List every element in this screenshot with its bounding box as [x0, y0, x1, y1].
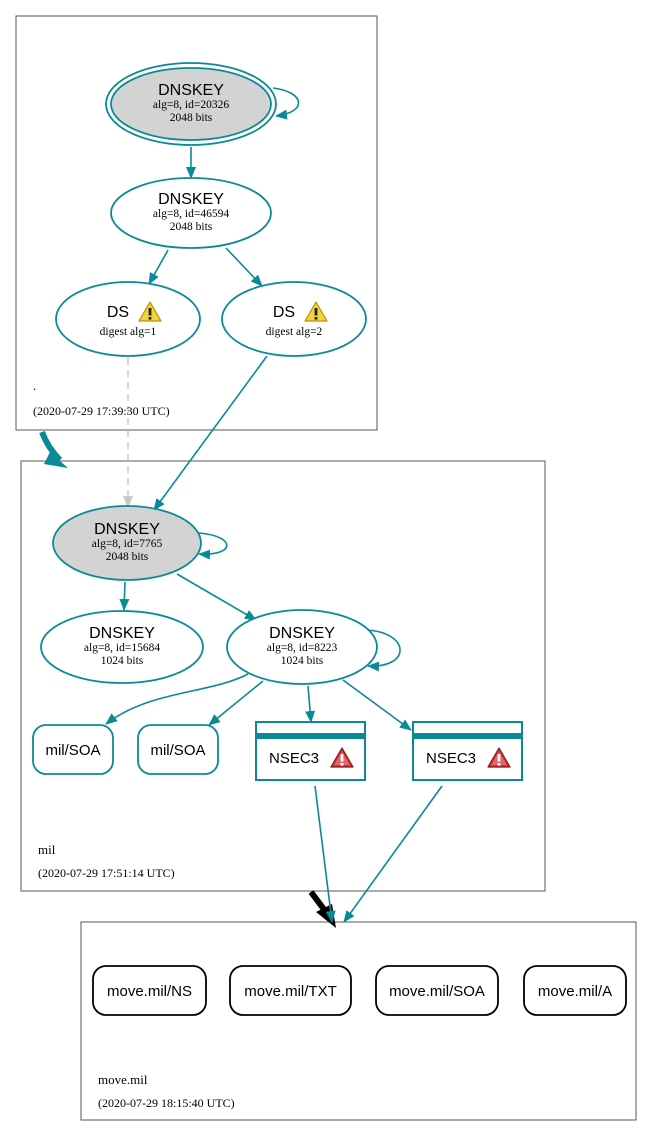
- zone-move-mil-box: [80, 921, 637, 1121]
- ds-node-digest-1[interactable]: DS digest alg=1: [55, 281, 201, 357]
- zone-name: move.mil: [98, 1072, 148, 1087]
- rrset-node-move-mil-a[interactable]: move.mil/A: [523, 965, 627, 1016]
- node-title: DS: [107, 304, 129, 321]
- self-sign-edge-mil-zsk: [365, 629, 401, 672]
- nsec3-node-2[interactable]: NSEC3: [412, 721, 523, 781]
- rrset-label: move.mil/A: [538, 983, 612, 1000]
- zone-timestamp: (2020-07-29 18:15:40 UTC): [98, 1096, 235, 1110]
- nsec3-label: NSEC3: [426, 750, 476, 767]
- dnskey-node-root-ksk[interactable]: DNSKEY alg=8, id=20326 2048 bits: [105, 62, 277, 146]
- node-detail: alg=8, id=46594: [153, 208, 229, 220]
- self-sign-edge-root-ksk: [272, 87, 300, 120]
- rrset-label: mil/SOA: [150, 742, 205, 759]
- delegation-arrow-root-to-mil: [39, 430, 68, 468]
- node-detail: alg=8, id=7765: [92, 538, 163, 550]
- dnskey-node-mil-15684[interactable]: DNSKEY alg=8, id=15684 1024 bits: [40, 610, 204, 684]
- node-detail: alg=8, id=8223: [267, 642, 338, 654]
- self-sign-edge-mil-ksk: [198, 532, 228, 560]
- node-title: DNSKEY: [89, 625, 155, 642]
- rrset-node-move-mil-ns[interactable]: move.mil/NS: [92, 965, 207, 1016]
- node-title: DS: [273, 304, 295, 321]
- dnskey-node-mil-ksk[interactable]: DNSKEY alg=8, id=7765 2048 bits: [52, 505, 202, 581]
- node-detail: alg=8, id=15684: [84, 642, 160, 654]
- node-title: DNSKEY: [158, 191, 224, 208]
- rrset-node-move-mil-txt[interactable]: move.mil/TXT: [229, 965, 352, 1016]
- nsec3-node-1[interactable]: NSEC3: [255, 721, 366, 781]
- edge-root-zsk-to-ds2: [225, 247, 263, 287]
- edge-mil-ksk-to-15684: [119, 581, 130, 611]
- dnskey-node-mil-zsk[interactable]: DNSKEY alg=8, id=8223 1024 bits: [226, 609, 378, 685]
- rrset-node-mil-soa-1[interactable]: mil/SOA: [32, 724, 114, 775]
- edge-root-zsk-to-ds1: [148, 249, 169, 285]
- edge-mil-zsk-to-nsec3-2: [342, 679, 412, 731]
- edge-mil-zsk-to-nsec3-1: [305, 685, 316, 723]
- node-detail: 1024 bits: [281, 655, 324, 667]
- node-detail: 1024 bits: [101, 655, 144, 667]
- node-detail: digest alg=2: [266, 326, 323, 338]
- zone-timestamp: (2020-07-29 17:51:14 UTC): [38, 866, 175, 880]
- zone-name: mil: [38, 842, 56, 857]
- node-detail: digest alg=1: [100, 326, 157, 338]
- rrset-label: mil/SOA: [45, 742, 100, 759]
- dnskey-node-root-zsk[interactable]: DNSKEY alg=8, id=46594 2048 bits: [110, 177, 272, 249]
- edge-mil-ksk-to-zsk: [176, 573, 257, 621]
- zone-name: .: [33, 378, 36, 393]
- node-title: DNSKEY: [269, 625, 335, 642]
- ds-node-digest-2[interactable]: DS digest alg=2: [221, 281, 367, 357]
- rrset-label: move.mil/NS: [107, 983, 192, 1000]
- node-detail: 2048 bits: [106, 551, 149, 563]
- node-title: DNSKEY: [158, 82, 224, 99]
- rrset-label: move.mil/TXT: [244, 983, 337, 1000]
- node-detail: 2048 bits: [170, 112, 213, 124]
- edge-mil-zsk-to-soa2: [208, 680, 264, 726]
- edge-mil-zsk-to-soa1: [105, 673, 249, 725]
- node-title: DNSKEY: [94, 521, 160, 538]
- zone-timestamp: (2020-07-29 17:39:30 UTC): [33, 404, 170, 418]
- edge-nsec3-2-to-move-mil: [343, 785, 443, 923]
- edge-ds2-to-mil-ksk: [153, 355, 268, 511]
- node-detail: alg=8, id=20326: [153, 99, 229, 111]
- rrset-node-mil-soa-2[interactable]: mil/SOA: [137, 724, 219, 775]
- nsec3-label: NSEC3: [269, 750, 319, 767]
- rrset-node-move-mil-soa[interactable]: move.mil/SOA: [375, 965, 499, 1016]
- edge-nsec3-1-to-move-mil: [314, 785, 336, 923]
- rrset-label: move.mil/SOA: [389, 983, 485, 1000]
- node-detail: 2048 bits: [170, 221, 213, 233]
